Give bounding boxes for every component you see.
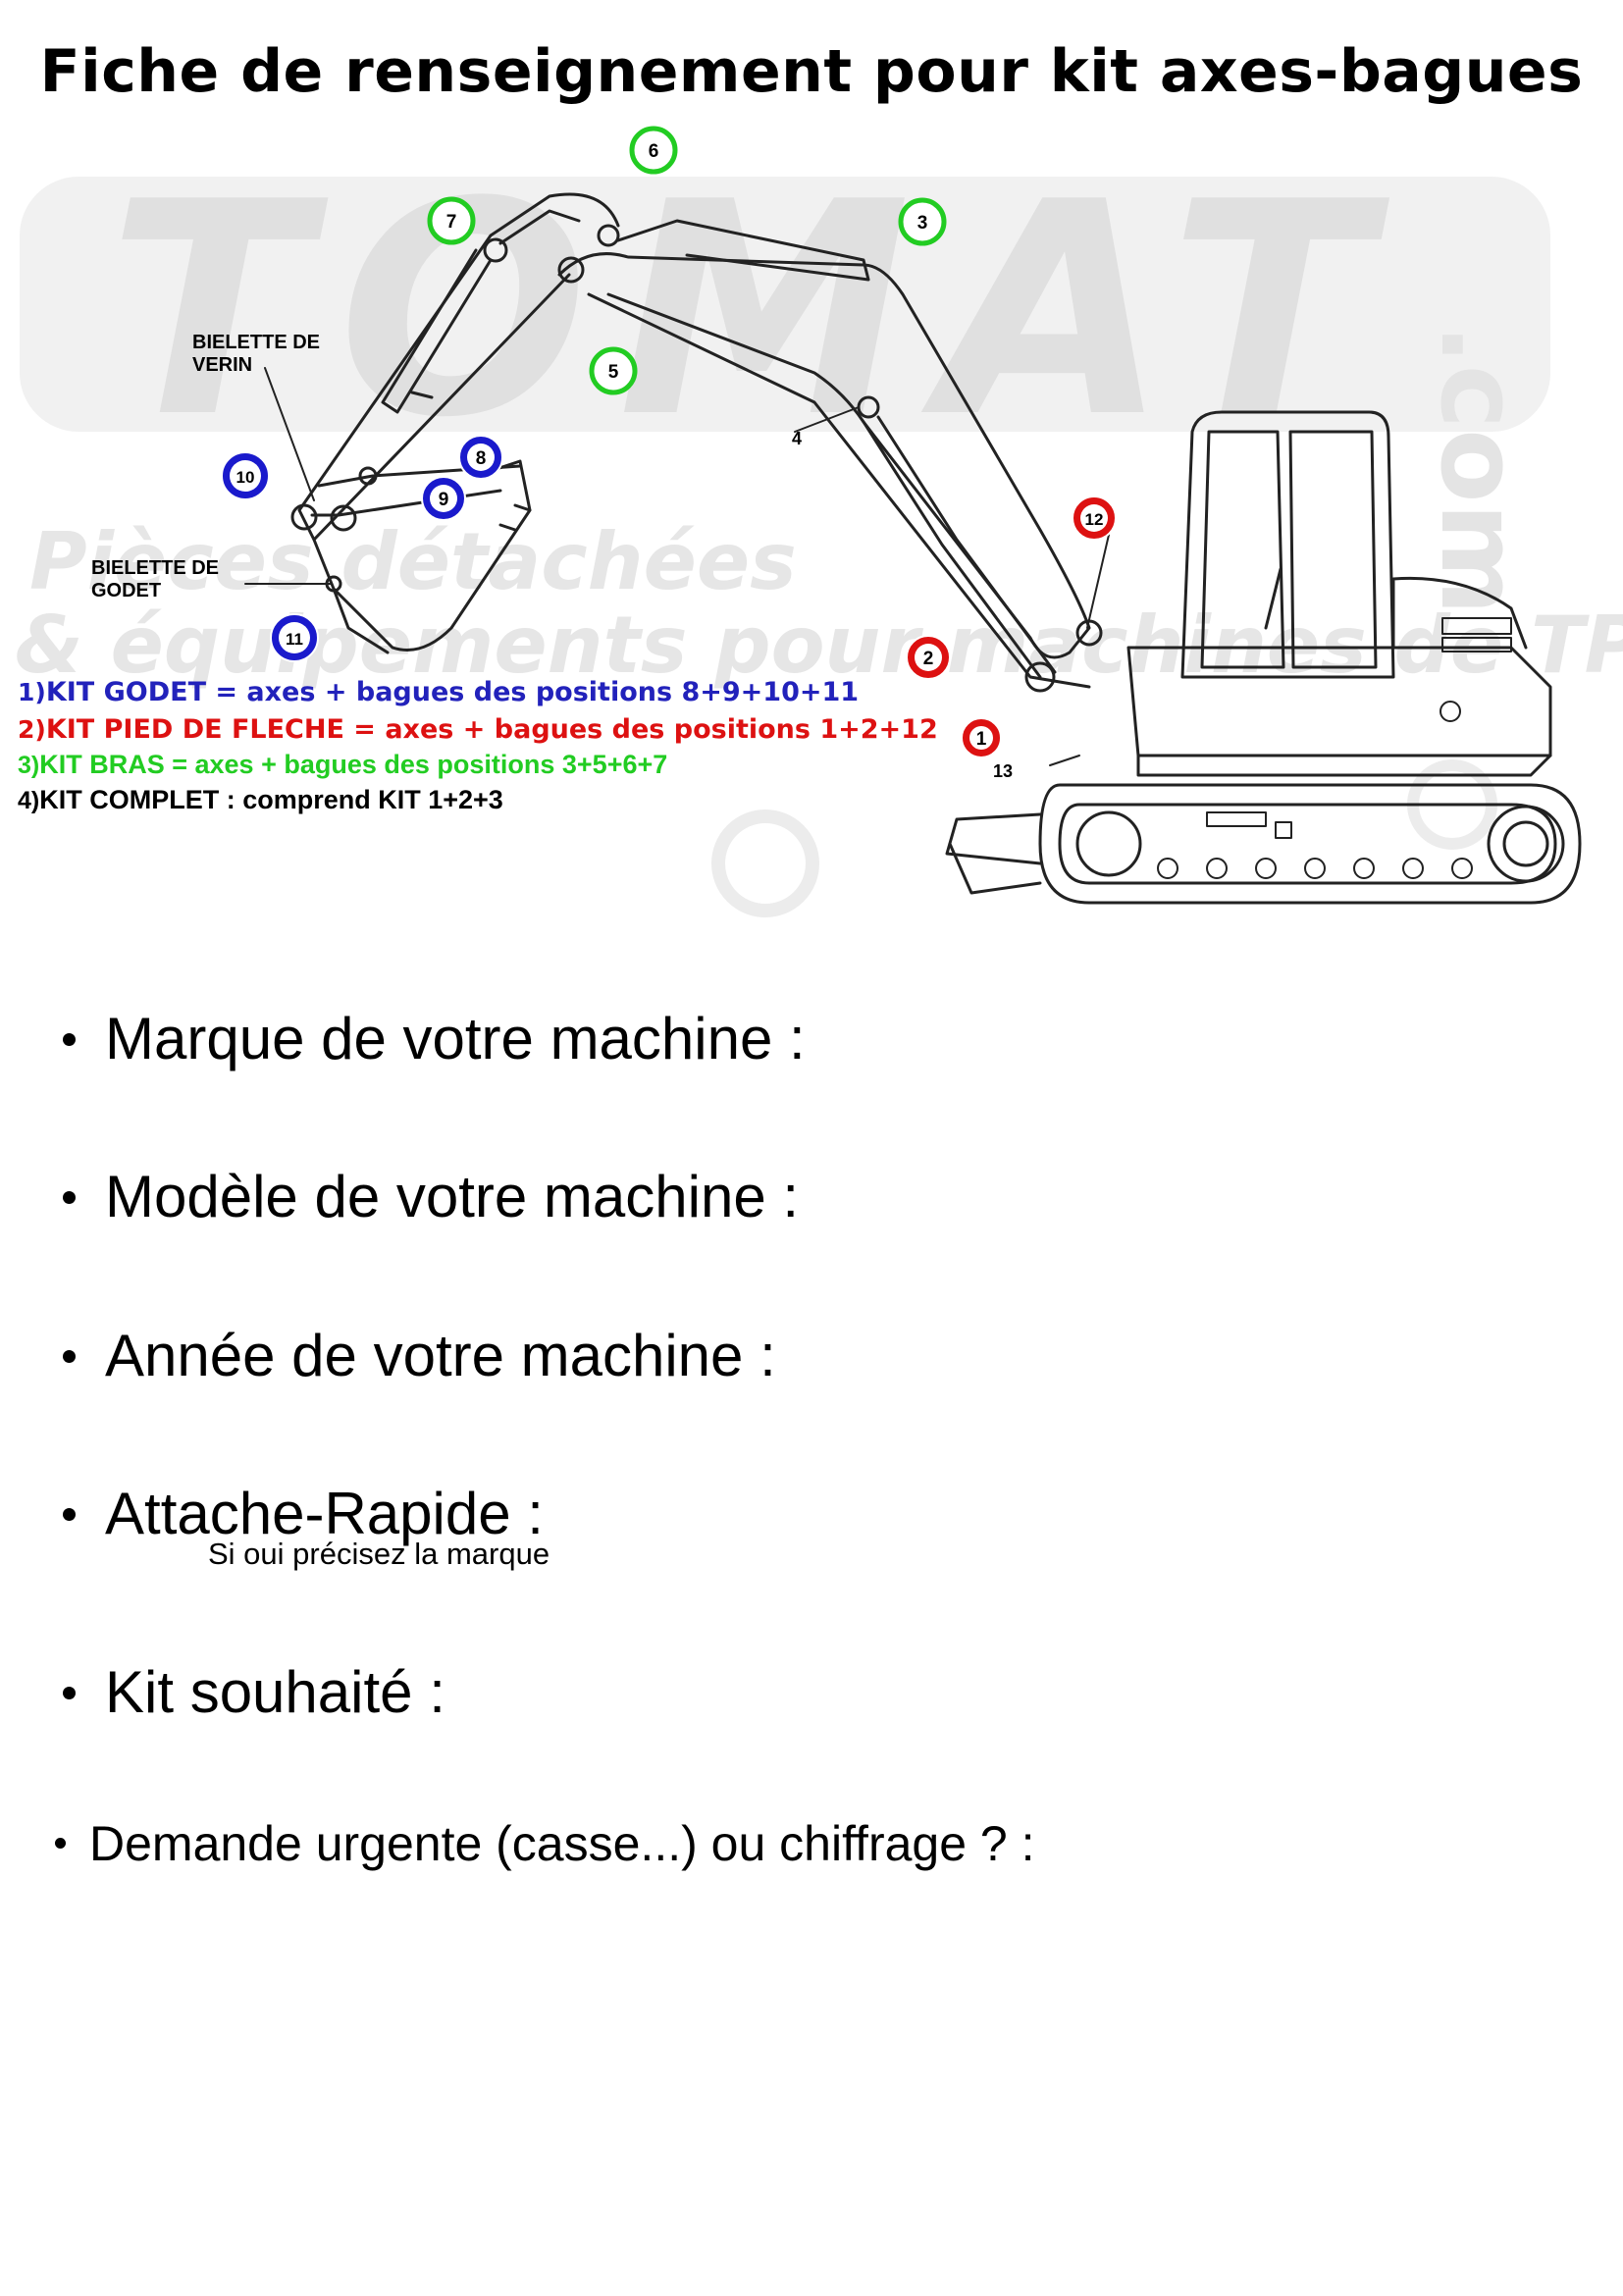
position-marker-inner: [230, 460, 261, 492]
label-biellette-verin-1: BIELETTE DE: [192, 332, 320, 353]
field-marque[interactable]: Marque de votre machine :: [63, 1005, 806, 1072]
field-demande-urgente[interactable]: Demande urgente (casse...) ou chiffrage …: [55, 1815, 1035, 1872]
kit-number: 1): [18, 678, 46, 706]
kit-line-godet: 1)KIT GODET = axes + bagues des position…: [18, 677, 859, 707]
field-attache-rapide[interactable]: Attache-Rapide :: [63, 1480, 544, 1547]
excavator-drawing: [244, 192, 1582, 905]
position-marker-number: 4: [792, 429, 802, 448]
field-modele-label: Modèle de votre machine :: [105, 1164, 800, 1229]
position-marker-8: 8: [458, 435, 503, 480]
excavator-diagram: TOMAT .com Pièces détachées & équipement…: [15, 126, 1623, 917]
position-marker-1: 1: [961, 717, 1002, 758]
position-marker-number: 5: [608, 362, 619, 383]
position-marker-number: 8: [476, 448, 487, 469]
position-marker-6: 6: [629, 126, 678, 175]
field-kit-souhaite[interactable]: Kit souhaité :: [63, 1658, 445, 1726]
field-urgence-label: Demande urgente (casse...) ou chiffrage …: [89, 1816, 1035, 1871]
position-marker-number: 3: [917, 213, 928, 234]
position-marker-inner: [1080, 504, 1108, 532]
field-annee-label: Année de votre machine :: [105, 1323, 776, 1388]
position-marker-number: 13: [993, 761, 1013, 781]
kit-number: 3): [18, 752, 40, 779]
kit-text: KIT BRAS = axes + bagues des positions 3…: [39, 750, 668, 779]
kit-number: 2): [18, 715, 46, 744]
position-marker-number: 9: [439, 490, 449, 510]
kit-text: KIT PIED DE FLECHE = axes + bagues des p…: [45, 714, 938, 745]
field-attache-label: Attache-Rapide :: [105, 1481, 544, 1546]
position-marker-inner: [430, 485, 457, 512]
field-annee[interactable]: Année de votre machine :: [63, 1322, 776, 1389]
position-marker-4: 4: [792, 429, 802, 448]
bullet-icon: [63, 1032, 76, 1046]
kit-number: 4): [18, 787, 40, 814]
position-marker-9: 9: [421, 476, 466, 521]
position-marker-11: 11: [270, 613, 319, 662]
kit-line-complet: 4)KIT COMPLET : comprend KIT 1+2+3: [18, 785, 503, 815]
bullet-icon: [63, 1507, 76, 1521]
kit-text: KIT COMPLET : comprend KIT 1+2+3: [39, 785, 503, 814]
position-marker-inner: [279, 622, 310, 653]
position-marker-number: 7: [446, 212, 457, 233]
position-marker-12: 12: [1072, 496, 1117, 541]
position-marker-circle: [898, 197, 947, 246]
kit-line-bras: 3)KIT BRAS = axes + bagues des positions…: [18, 750, 667, 780]
bullet-icon: [63, 1349, 76, 1363]
position-marker-number: 12: [1085, 510, 1104, 529]
label-biellette-godet-1: BIELETTE DE: [91, 557, 219, 579]
position-marker-number: 1: [976, 729, 987, 750]
position-marker-number: 11: [286, 630, 303, 649]
position-marker-7: 7: [427, 196, 476, 245]
kit-text: KIT GODET = axes + bagues des positions …: [45, 677, 860, 707]
position-marker-10: 10: [221, 451, 270, 500]
position-marker-5: 5: [589, 346, 638, 395]
field-marque-label: Marque de votre machine :: [105, 1006, 806, 1071]
position-marker-number: 2: [923, 649, 934, 669]
label-biellette-godet-2: GODET: [91, 580, 161, 601]
kit-line-pied-de-fleche: 2)KIT PIED DE FLECHE = axes + bagues des…: [18, 714, 938, 745]
label-biellette-verin-2: VERIN: [192, 354, 252, 376]
position-marker-2: 2: [906, 635, 951, 680]
position-marker-number: 10: [236, 468, 255, 487]
watermark-tagline-1: Pièces détachées: [29, 516, 797, 607]
position-marker-circle: [427, 196, 476, 245]
bullet-icon: [63, 1190, 76, 1204]
position-marker-circle: [629, 126, 678, 175]
watermark-suffix: .com: [1417, 324, 1543, 615]
bullet-icon: [55, 1838, 66, 1850]
page-title: Fiche de renseignement pour kit axes-bag…: [39, 37, 1584, 106]
position-marker-inner: [969, 726, 993, 750]
position-marker-inner: [467, 444, 495, 471]
bullet-icon: [63, 1686, 76, 1699]
attache-rapide-hint: Si oui précisez la marque: [208, 1537, 550, 1571]
watermark-brand: TOMAT: [108, 139, 1399, 482]
field-kit-label: Kit souhaité :: [105, 1659, 445, 1725]
position-marker-inner: [915, 644, 942, 671]
field-modele[interactable]: Modèle de votre machine :: [63, 1163, 799, 1230]
position-marker-circle: [589, 346, 638, 395]
position-marker-number: 6: [649, 141, 659, 162]
position-marker-3: 3: [898, 197, 947, 246]
position-marker-13: 13: [993, 761, 1013, 781]
